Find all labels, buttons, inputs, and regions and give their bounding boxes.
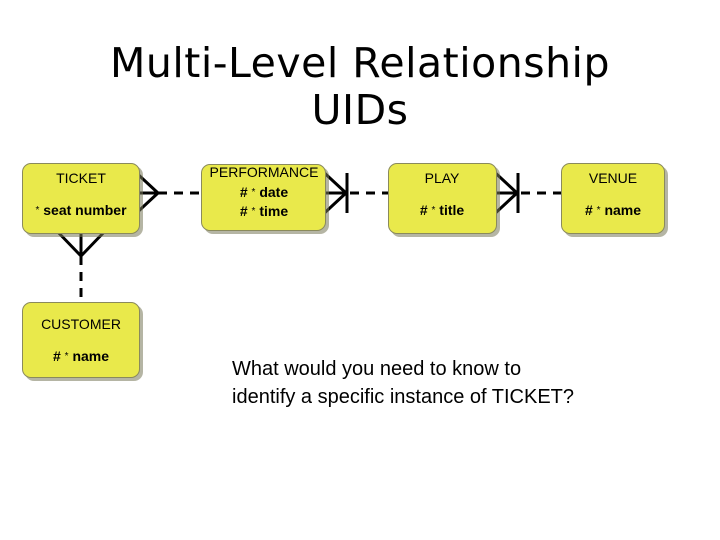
uid-marker: # xyxy=(419,202,428,218)
entity-name-venue: VENUE xyxy=(588,170,638,186)
attribute-label: date xyxy=(259,184,289,200)
entity-attributes-play: # * title xyxy=(420,201,464,220)
entity-attributes-performance: # * date# * time xyxy=(240,183,288,221)
mandatory-marker: * xyxy=(431,205,436,216)
entity-box-customer[interactable] xyxy=(22,302,140,378)
uid-marker: # xyxy=(239,184,248,200)
uid-marker: # xyxy=(584,202,593,218)
entity-name-play: PLAY xyxy=(424,170,460,186)
mandatory-marker: * xyxy=(596,205,601,216)
entity-box-performance[interactable] xyxy=(201,164,326,231)
entity-attribute-row: # * time xyxy=(240,202,288,221)
entity-name-ticket: TICKET xyxy=(56,170,106,186)
page-title: Multi-Level Relationship UIDs xyxy=(110,39,610,134)
entity-attributes-ticket: * seat number xyxy=(35,201,126,220)
question-text: What would you need to know to identify … xyxy=(232,358,575,408)
uid-marker: # xyxy=(239,203,248,219)
entity-name-performance: PERFORMANCE xyxy=(209,164,319,180)
mandatory-marker: * xyxy=(251,187,256,198)
relationship-performance-play[interactable] xyxy=(316,165,396,225)
attribute-label: seat number xyxy=(43,202,127,218)
attribute-label: name xyxy=(72,348,110,364)
entity-attribute-row: # * name xyxy=(585,201,641,220)
entity-attribute-row: * seat number xyxy=(35,201,126,220)
mandatory-marker: * xyxy=(64,351,69,362)
mandatory-marker: * xyxy=(251,206,256,217)
entity-box-venue[interactable] xyxy=(561,163,665,234)
attribute-label: time xyxy=(259,203,289,219)
entity-attributes-customer: # * name xyxy=(53,347,109,366)
relationship-play-venue[interactable] xyxy=(487,165,567,225)
mandatory-marker: * xyxy=(35,205,40,216)
relationship-ticket-performance[interactable] xyxy=(128,165,208,225)
entity-attribute-row: # * title xyxy=(420,201,464,220)
entity-attribute-row: # * date xyxy=(240,183,288,202)
entity-name-customer: CUSTOMER xyxy=(41,316,121,332)
entity-attribute-row: # * name xyxy=(53,347,109,366)
attribute-label: title xyxy=(439,202,465,218)
entity-box-ticket[interactable] xyxy=(22,163,140,234)
relationship-ticket-customer[interactable] xyxy=(52,226,112,306)
entity-box-play[interactable] xyxy=(388,163,497,234)
attribute-label: name xyxy=(604,202,642,218)
entity-attributes-venue: # * name xyxy=(585,201,641,220)
uid-marker: # xyxy=(52,348,61,364)
